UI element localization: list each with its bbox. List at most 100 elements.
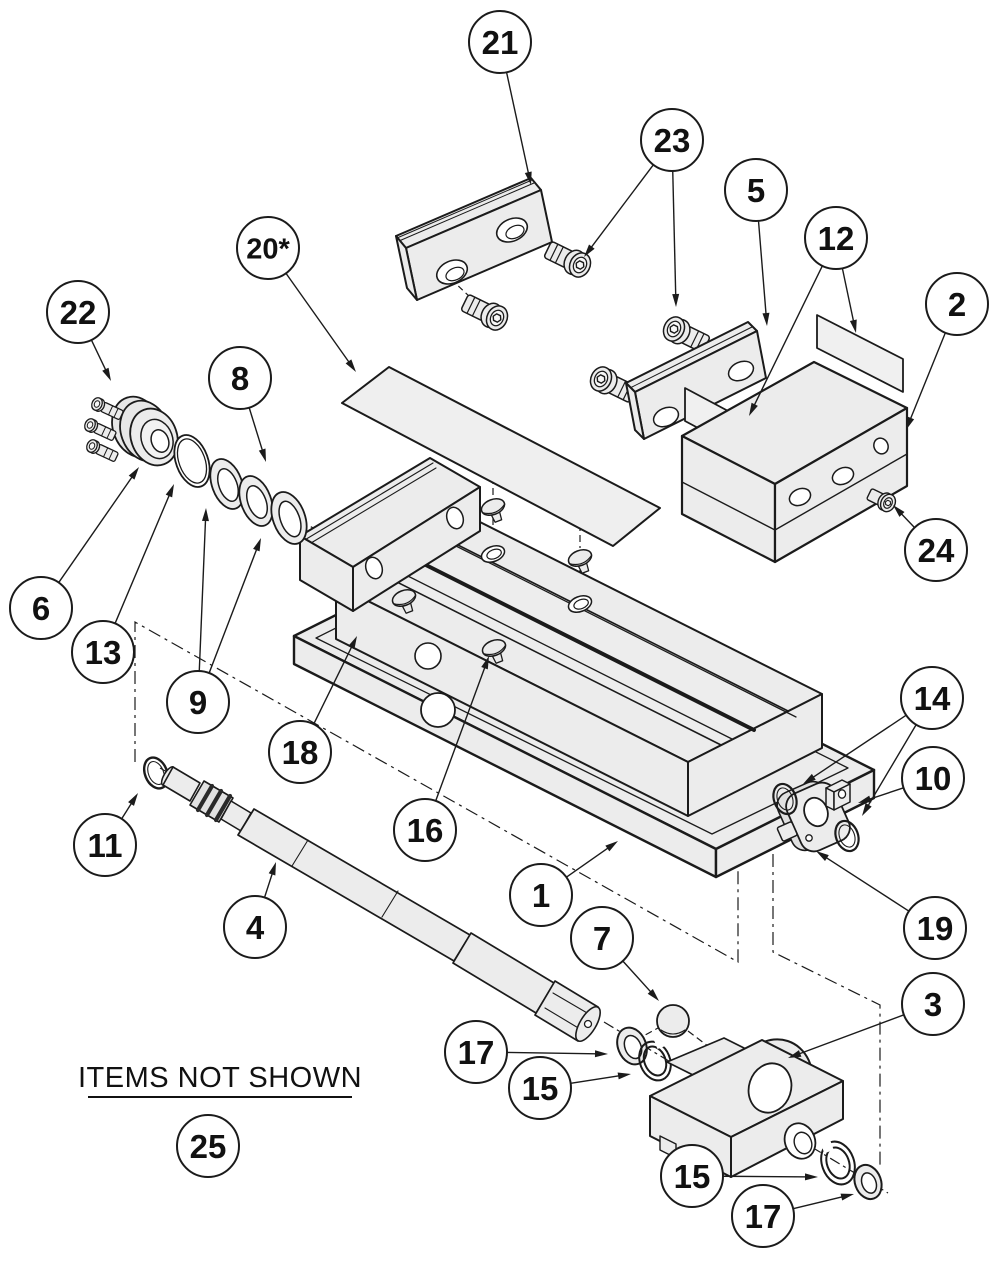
items-not-shown-note: ITEMS NOT SHOWN (78, 1062, 362, 1098)
callout-circle (724, 158, 788, 222)
leader-line-13 (114, 487, 174, 624)
callout-circle (925, 272, 989, 336)
callout-16: 16 (393, 798, 457, 862)
leader-arrowhead-12 (849, 319, 857, 333)
part-4-lead-screw (160, 766, 601, 1043)
callout-circle (901, 746, 965, 810)
callout-7: 7 (570, 906, 634, 970)
part-23-cap-screw (541, 237, 596, 282)
callout-1: 1 (509, 863, 573, 927)
callout-12: 12 (804, 206, 868, 270)
leader-line-16 (435, 659, 489, 802)
callout-circle (176, 1114, 240, 1178)
callout-circle (508, 1056, 572, 1120)
callout-balloons: 12345678910111213141515161717181920*2122… (9, 10, 989, 1248)
callout-circle (900, 666, 964, 730)
callout-circle (71, 620, 135, 684)
callout-6: 6 (9, 576, 73, 640)
callout-4: 4 (223, 895, 287, 959)
callout-circle (444, 1020, 508, 1084)
leader-arrowhead-4 (268, 862, 276, 876)
callout-number: 24 (918, 532, 955, 569)
callout-8: 8 (208, 346, 272, 410)
callout-number: 16 (407, 812, 444, 849)
callout-number: 23 (654, 122, 691, 159)
callout-17: 17 (444, 1020, 508, 1084)
callout-number: 19 (917, 910, 954, 947)
callout-24: 24 (904, 518, 968, 582)
callout-13: 13 (71, 620, 135, 684)
part-11-o-ring (142, 756, 170, 790)
leader-line-21 (505, 72, 531, 182)
callout-circle (268, 720, 332, 784)
leader-line-5 (757, 220, 768, 323)
callout-number: 18 (282, 734, 319, 771)
callout-19: 19 (903, 896, 967, 960)
callout-17: 17 (731, 1184, 795, 1248)
callout-circle (9, 576, 73, 640)
leader-line-18 (313, 639, 356, 725)
callout-number: 12 (818, 220, 855, 257)
callout-25: 25 (176, 1114, 240, 1178)
callout-number: 1 (532, 877, 550, 914)
leader-line-20* (285, 272, 355, 370)
leader-line-17 (506, 1051, 605, 1055)
callout-circle (804, 206, 868, 270)
leader-line-17 (792, 1194, 851, 1210)
callout-number: 5 (747, 172, 765, 209)
leader-arrowhead-23 (584, 244, 595, 257)
leader-arrowhead-15 (617, 1072, 631, 1080)
callout-number: 6 (32, 590, 50, 627)
callout-3: 3 (901, 972, 965, 1036)
callout-circle (73, 813, 137, 877)
part-20-shim-strip (341, 366, 661, 547)
part-18-stationary-jaw (299, 457, 481, 612)
callout-circle (46, 280, 110, 344)
leader-arrowhead-17 (840, 1193, 854, 1201)
callout-number: 10 (915, 760, 952, 797)
part-7-ball (656, 1004, 690, 1038)
callout-circle (731, 1184, 795, 1248)
callout-5: 5 (724, 158, 788, 222)
callout-circle (393, 798, 457, 862)
leader-arrowhead-5 (762, 312, 770, 326)
part-17-washer (853, 1163, 883, 1201)
parts (81, 177, 909, 1201)
callout-number: 3 (924, 986, 942, 1023)
part-23-cap-screw (458, 290, 513, 335)
leader-line-23 (585, 164, 654, 255)
leader-arrowhead-14 (803, 773, 816, 784)
callout-circle (640, 108, 704, 172)
callout-9: 9 (166, 670, 230, 734)
callout-15: 15 (508, 1056, 572, 1120)
leader-line-12 (841, 268, 856, 330)
note-title: ITEMS NOT SHOWN (78, 1062, 362, 1094)
part-5-jaw-plate (625, 321, 767, 440)
leader-arrowhead-6 (128, 467, 139, 480)
callout-circle (236, 216, 300, 280)
callout-18: 18 (268, 720, 332, 784)
callout-circle (223, 895, 287, 959)
callout-number: 17 (745, 1198, 782, 1235)
leader-arrowhead-2 (906, 416, 915, 430)
part-6-thrust-collar (111, 395, 179, 467)
leader-line-6 (58, 469, 138, 583)
part-16-plug (478, 494, 511, 527)
part-10-key (825, 779, 851, 811)
callout-number: 9 (189, 684, 207, 721)
leader-arrowhead-10 (858, 795, 872, 803)
leader-arrowhead-24 (893, 505, 905, 517)
leader-arrowhead-9 (201, 508, 209, 522)
part-9-bearing-races (209, 458, 274, 527)
callout-number: 8 (231, 360, 249, 397)
leader-arrowhead-21 (524, 171, 532, 185)
callout-21: 21 (468, 10, 532, 74)
leader-arrowhead-14 (862, 803, 872, 816)
part-15-retaining-ring (820, 1138, 856, 1186)
leader-arrowhead-15 (804, 1173, 818, 1181)
callout-2: 2 (925, 272, 989, 336)
callout-number: 13 (85, 634, 122, 671)
callout-leaders (58, 72, 947, 1210)
callout-number: 14 (914, 680, 951, 717)
